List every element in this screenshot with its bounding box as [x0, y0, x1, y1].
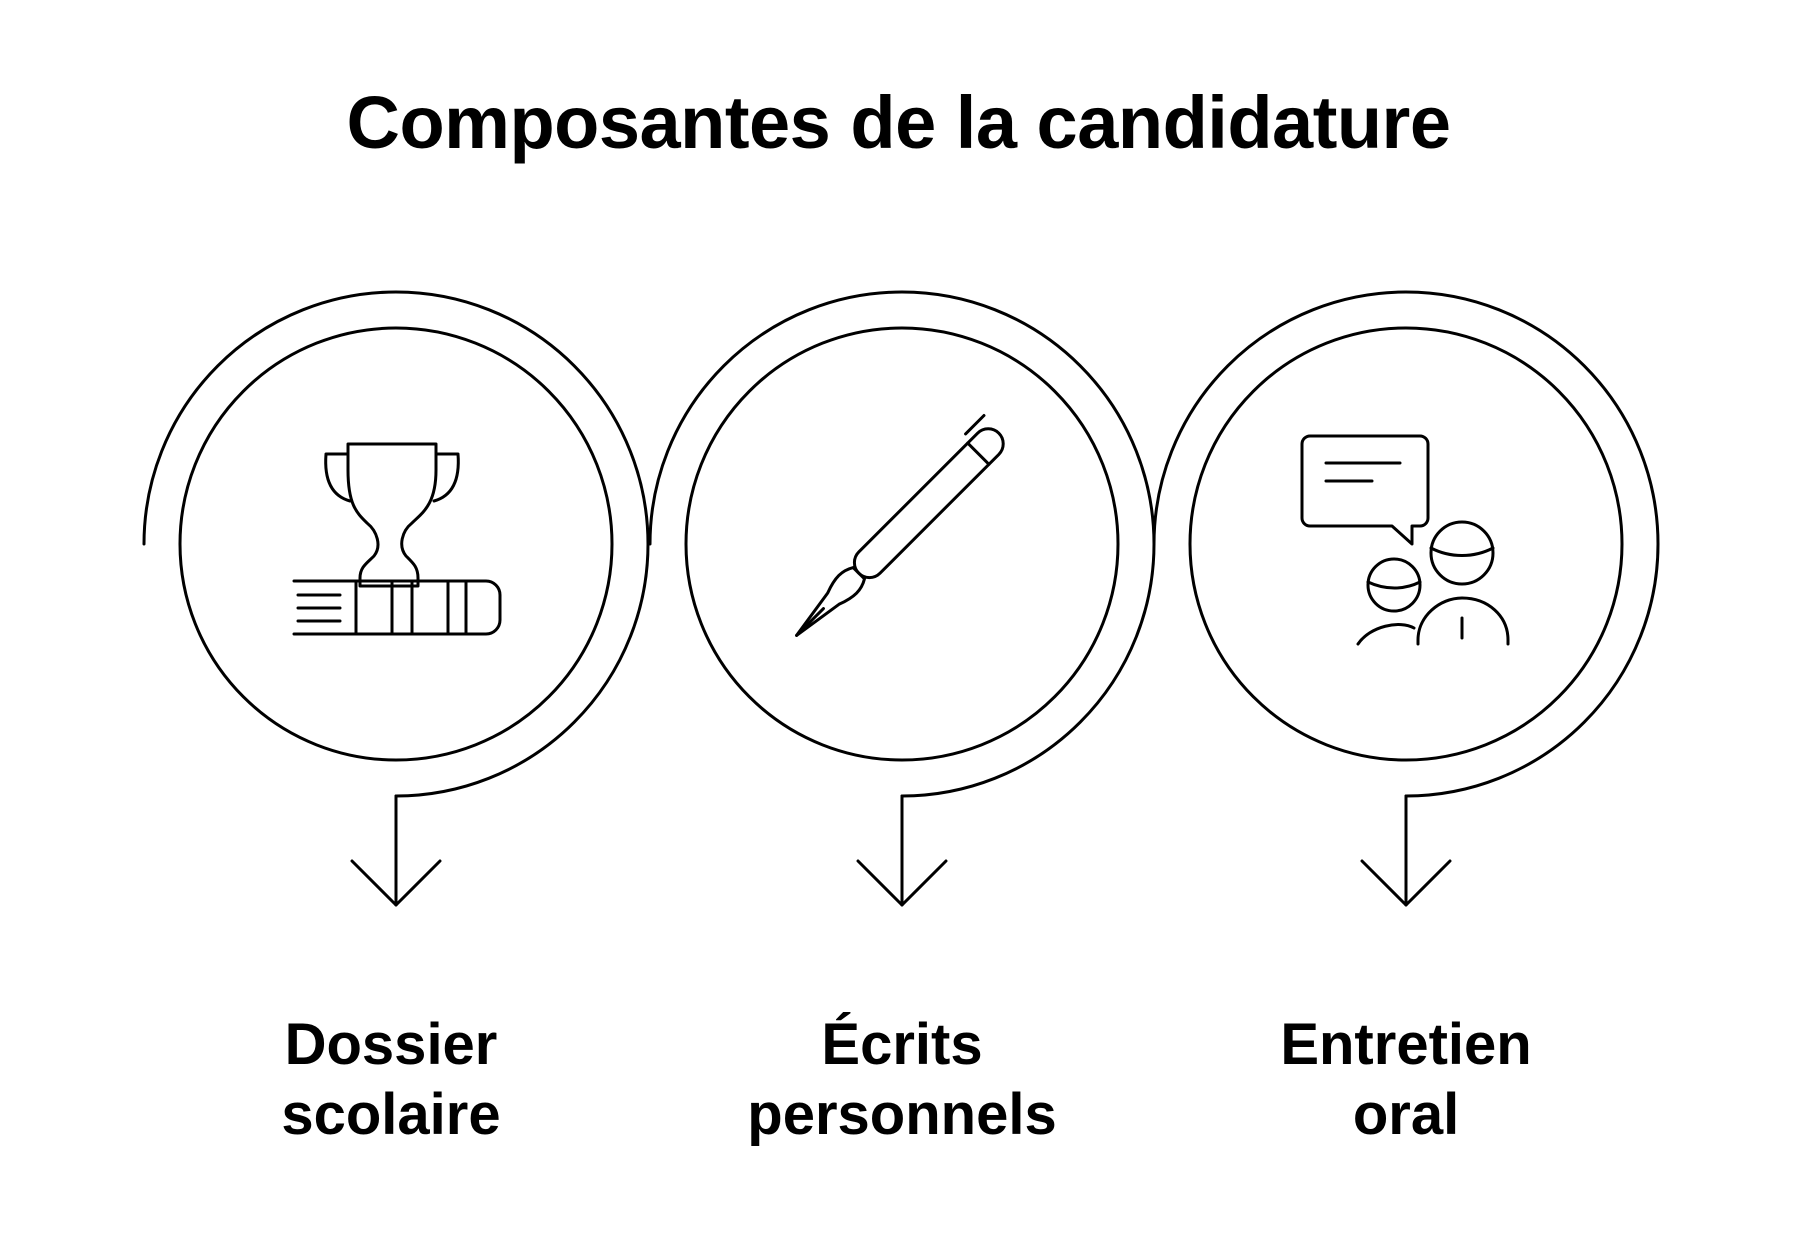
step-2-label: Écrits personnels: [692, 1010, 1112, 1150]
trophy-on-book-icon: [292, 442, 502, 636]
step-3-label-line2: oral: [1352, 1082, 1460, 1147]
step-1-label: Dossier scolaire: [181, 1010, 601, 1150]
step-2-arrow: [856, 794, 948, 907]
step-3-ring: [1152, 290, 1660, 798]
interview-conversation-icon: [1300, 434, 1510, 646]
step-3-arrow: [1360, 794, 1452, 907]
pen-icon: [795, 413, 1005, 637]
step-2-label-line1: Écrits: [821, 1012, 983, 1077]
diagram-title: Composantes de la candidature: [346, 81, 1452, 164]
step-3-label: Entretien oral: [1196, 1010, 1616, 1150]
step-3-label-line1: Entretien: [1280, 1012, 1532, 1077]
step-2-ring: [648, 290, 1156, 798]
step-1-arrow: [350, 794, 442, 907]
step-1-ring: [142, 290, 650, 798]
step-2-label-line2: personnels: [747, 1082, 1057, 1147]
step-1-label-line1: Dossier: [284, 1012, 498, 1077]
step-1-label-line2: scolaire: [281, 1082, 501, 1147]
